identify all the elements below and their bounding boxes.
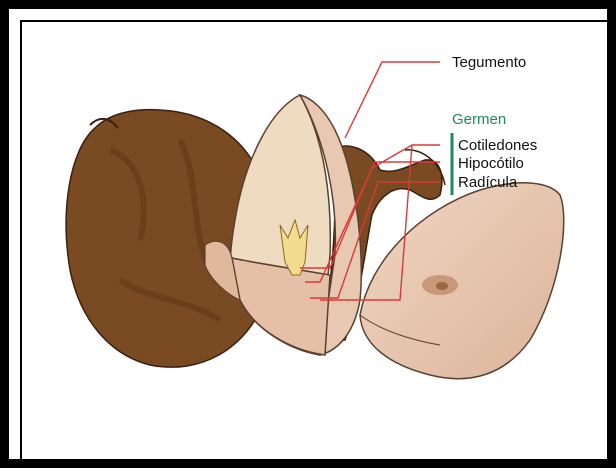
label-germen: Germen bbox=[452, 111, 506, 128]
tegumento-pointer bbox=[345, 62, 440, 138]
label-hipocotilo: Hipocótilo bbox=[458, 155, 524, 172]
label-cotiledones: Cotiledones bbox=[458, 137, 537, 154]
label-tegumento: Tegumento bbox=[452, 54, 526, 71]
right-seed-half bbox=[360, 183, 564, 379]
label-radicula: Radícula bbox=[458, 174, 518, 191]
